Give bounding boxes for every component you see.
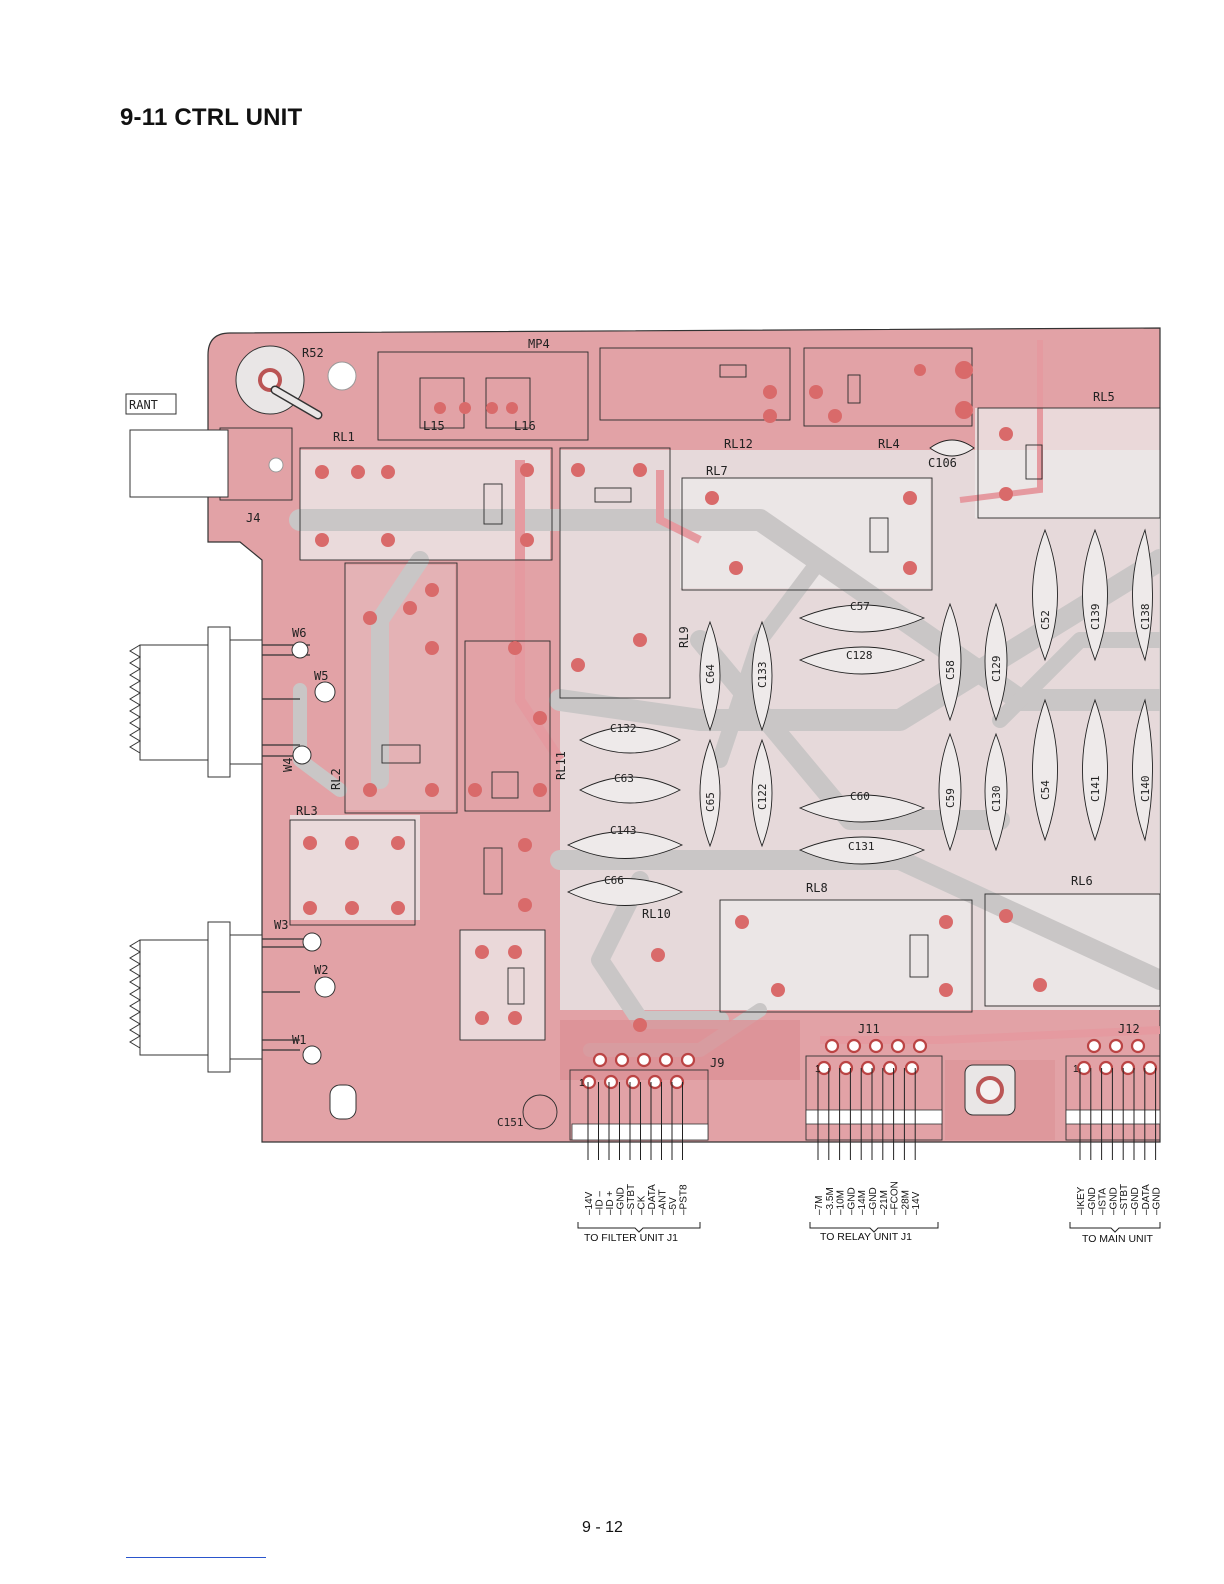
label-j12: J12 [1118,1022,1140,1036]
label-c131: C131 [848,840,875,853]
board-labels: RANT R52 MP4 L15 L16 RL1 J4 RL12 RL4 RL7… [129,337,1152,1129]
label-c59: C59 [944,788,957,808]
j12-pin-label: –GND [1108,1187,1119,1215]
page-number: 9 - 12 [582,1519,623,1536]
footer-rule [126,1557,266,1558]
j9-pin-label: –ID + [605,1191,616,1215]
j9-pin-label: –5V [668,1197,679,1215]
label-j11: J11 [858,1022,880,1036]
j9-pin-label: –CK [637,1195,648,1215]
label-c122: C122 [756,784,769,811]
mounting-holes [235,345,1016,1120]
j9-pin-label: –STBT [626,1184,637,1215]
j9-pin-label: –DATA [647,1184,658,1215]
label-c52: C52 [1039,610,1052,630]
label-j9: J9 [710,1056,724,1070]
j9-pin-label: –ANT [658,1189,669,1215]
j11-pin-label: –7M [814,1196,825,1215]
j12-pin-label: –GND [1152,1187,1163,1215]
label-rl8: RL8 [806,881,828,895]
label-rl9: RL9 [677,626,691,648]
label-w2: W2 [314,963,328,977]
component-outlines [125,347,1161,1130]
label-c65: C65 [704,792,717,812]
label-c129: C129 [990,656,1003,683]
j11-pin-label: –GND [868,1187,879,1215]
label-w6: W6 [292,626,306,640]
label-c139: C139 [1089,604,1102,631]
label-c138: C138 [1139,604,1152,631]
label-c64: C64 [704,664,717,684]
label-rl12: RL12 [724,437,753,451]
connector-pinouts: –14V–ID ––ID +–GND–STBT–CK–DATA–ANT–5V–P… [577,1068,1163,1245]
j11-destination-brace [809,1222,939,1233]
j9-destination-brace [577,1222,701,1233]
j12-pin-label: –GND [1087,1187,1098,1215]
j12-pin1-marker: 1 [1073,1064,1079,1075]
j12-pin-label: –ISTA [1098,1188,1109,1215]
rant-label: RANT [129,398,158,412]
j11-pin-label: –21M [879,1190,890,1215]
label-rl7: RL7 [706,464,728,478]
label-c128: C128 [846,649,873,662]
j11-pin-label: –14V [911,1191,922,1215]
label-c140: C140 [1139,776,1152,803]
label-rl5: RL5 [1093,390,1115,404]
j12-pin-label: –DATA [1141,1184,1152,1215]
j11-destination-label: TO RELAY UNIT J1 [820,1231,912,1243]
j9-pin-label: –GND [616,1187,627,1215]
label-l15: L15 [423,419,445,433]
j12-pin-label: –IKEY [1076,1186,1087,1215]
j12-pin-label: –STBT [1119,1184,1130,1215]
label-w3: W3 [274,918,288,932]
label-c63: C63 [614,772,634,785]
j9-destination-label: TO FILTER UNIT J1 [584,1232,678,1244]
label-c132: C132 [610,722,637,735]
label-rl11: RL11 [554,751,568,780]
label-c106: C106 [928,456,957,470]
label-c58: C58 [944,660,957,680]
j11-pin-label: –GND [846,1187,857,1215]
j12-destination-label: TO MAIN UNIT [1082,1233,1154,1245]
label-rl4: RL4 [878,437,900,451]
label-w5: W5 [314,669,328,683]
capacitor-outlines [566,439,1153,906]
page-title: 9-11 CTRL UNIT [120,104,303,131]
coax-connectors [129,626,336,1073]
label-rl2: RL2 [329,768,343,790]
label-rl6: RL6 [1071,874,1093,888]
j11-pin-label: –FCON [890,1181,901,1215]
j9-pin-label: –14V [584,1191,595,1215]
j9-pin-label: –PST8 [679,1184,690,1215]
label-c151: C151 [497,1116,524,1129]
j9-pin1-marker: 1 [579,1078,585,1089]
label-w1: W1 [292,1033,306,1047]
j11-pin-label: –10M [836,1190,847,1215]
label-c143: C143 [610,824,637,837]
label-j4: J4 [246,511,260,525]
j12-destination-brace [1069,1222,1161,1233]
label-w4: W4 [281,758,295,772]
label-c141: C141 [1089,776,1102,803]
label-c130: C130 [990,786,1003,813]
solder-pads [303,361,1047,1032]
label-l16: L16 [514,419,536,433]
label-c66: C66 [604,874,624,887]
label-r52: R52 [302,346,324,360]
pcb-board [207,327,1161,1143]
j12-pin-label: –GND [1130,1187,1141,1215]
label-c133: C133 [756,662,769,689]
label-c57: C57 [850,600,870,613]
j11-pin-label: –14M [857,1190,868,1215]
label-c54: C54 [1039,780,1052,800]
j9-pin-label: –ID – [595,1191,606,1215]
label-rl10: RL10 [642,907,671,921]
label-rl1: RL1 [333,430,355,444]
label-c60: C60 [850,790,870,803]
label-mp4: MP4 [528,337,550,351]
j11-pin-label: –28M [900,1190,911,1215]
j11-pin-label: –3.5M [825,1187,836,1215]
label-rl3: RL3 [296,804,318,818]
